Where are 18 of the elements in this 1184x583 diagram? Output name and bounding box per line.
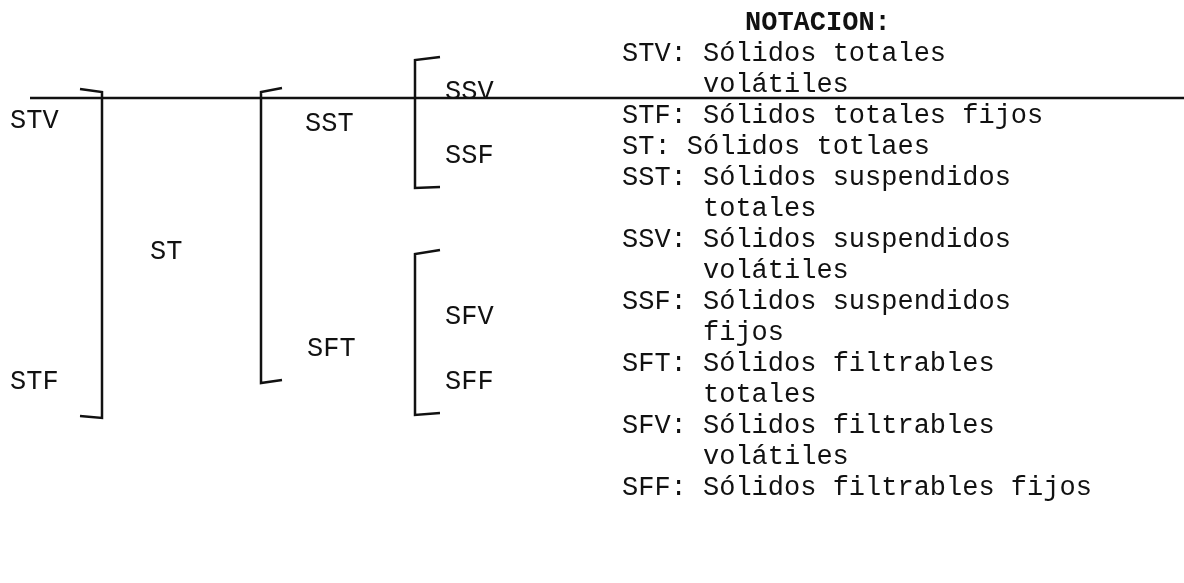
abbreviation-text: SSF [445, 141, 494, 172]
abbreviation-text: SST [305, 109, 354, 140]
definition-text: SFT: Sólidos filtrables totales [622, 349, 996, 411]
definition-text: SSF: Sólidos suspendidos fijos [622, 287, 1012, 349]
definition-text: SFV: Sólidos filtrables volátiles [622, 411, 996, 473]
definition-text: ST: Sólidos totlaes [622, 132, 931, 163]
definition-text: SFF: Sólidos filtrables fijos [622, 473, 1093, 504]
definition-text: SSV: Sólidos suspendidos volátiles [622, 225, 1012, 287]
abbreviation-text: SFF [445, 367, 494, 398]
definition-text: STF: Sólidos totales fijos [622, 101, 1045, 132]
abbreviation-text: STF [10, 367, 59, 398]
definition-text: STV: Sólidos totales volátiles [622, 39, 948, 101]
definition-text: SST: Sólidos suspendidos totales [622, 163, 1012, 225]
notation-heading: NOTACION: [745, 8, 891, 39]
abbreviation-text: SFT [307, 334, 356, 365]
abbreviation-text: SFV [445, 302, 494, 333]
abbreviation-text: STV [10, 106, 59, 137]
abbreviation-text: ST [150, 237, 183, 268]
